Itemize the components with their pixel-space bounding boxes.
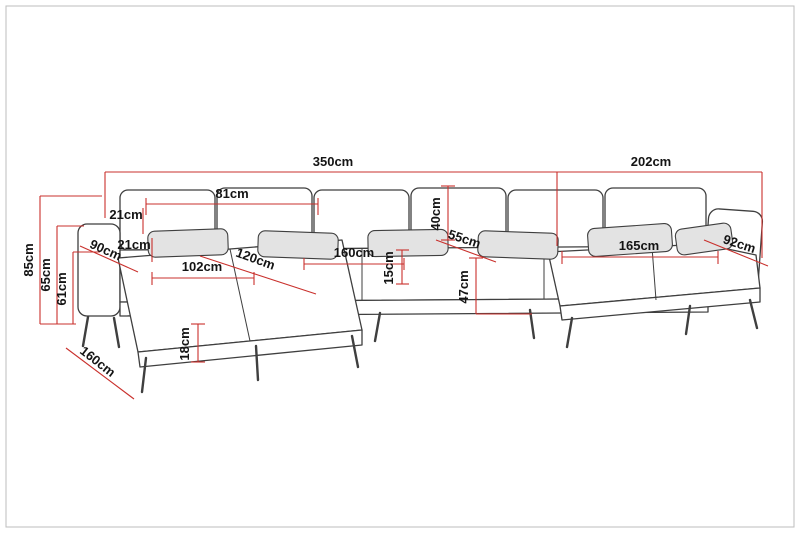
- dim-label-total-height: 85cm: [21, 243, 36, 276]
- dim-label-seat-cushion-thickness: 15cm: [381, 251, 396, 284]
- left-chaise-seam: [229, 248, 251, 342]
- dim-line-left-chaise-depth: [65, 347, 135, 400]
- dimension-lines: [39, 171, 769, 400]
- dim-label-seat-cushion-width: 160cm: [334, 245, 374, 260]
- dim-label-right-section-width: 202cm: [631, 154, 671, 169]
- right-chaise-base: [559, 287, 761, 321]
- lumbar-pillow: [674, 222, 734, 256]
- sofa-leg: [528, 308, 536, 340]
- dim-label-right-chaise-length: 165cm: [619, 238, 659, 253]
- left-chaise-base: [137, 329, 363, 368]
- lumbar-pillow: [587, 223, 673, 257]
- dim-label-leg-height: 18cm: [177, 327, 192, 360]
- sofa-leg: [565, 316, 574, 349]
- dim-label-back-cushion-width: 81cm: [215, 186, 248, 201]
- right-chaise-seam: [651, 246, 657, 301]
- dim-label-seat-height: 47cm: [456, 270, 471, 303]
- dim-label-back-height: 61cm: [54, 272, 69, 305]
- sofa-leg: [254, 344, 260, 382]
- dim-label-overall-width: 350cm: [313, 154, 353, 169]
- lumbar-pillow: [367, 228, 449, 258]
- lumbar-pillow: [147, 228, 229, 258]
- sofa-leg: [684, 304, 692, 336]
- dim-line-seat-depth: [435, 239, 497, 263]
- image-border: [5, 5, 795, 528]
- dim-label-chaise-seat-width: 102cm: [182, 259, 222, 274]
- dim-line-right-chaise-depth: [703, 239, 769, 267]
- sofa-leg: [140, 356, 148, 394]
- dim-line-chaise-cushion-length: [199, 255, 317, 295]
- dim-label-armrest-width-seat: 21cm: [117, 237, 150, 252]
- sofa-leg: [81, 315, 90, 348]
- sofa-leg: [350, 334, 360, 369]
- lumbar-pillow: [257, 230, 339, 260]
- lumbar-pillow: [477, 230, 559, 260]
- dim-line-sofa-depth: [79, 245, 139, 273]
- sofa-leg: [373, 311, 382, 343]
- sofa-leg: [748, 298, 759, 330]
- dim-label-back-cushion-height: 40cm: [428, 197, 443, 230]
- dim-label-armrest-height: 65cm: [38, 258, 53, 291]
- dim-label-armrest-width-top: 21cm: [109, 207, 142, 222]
- sofa-leg: [112, 316, 121, 349]
